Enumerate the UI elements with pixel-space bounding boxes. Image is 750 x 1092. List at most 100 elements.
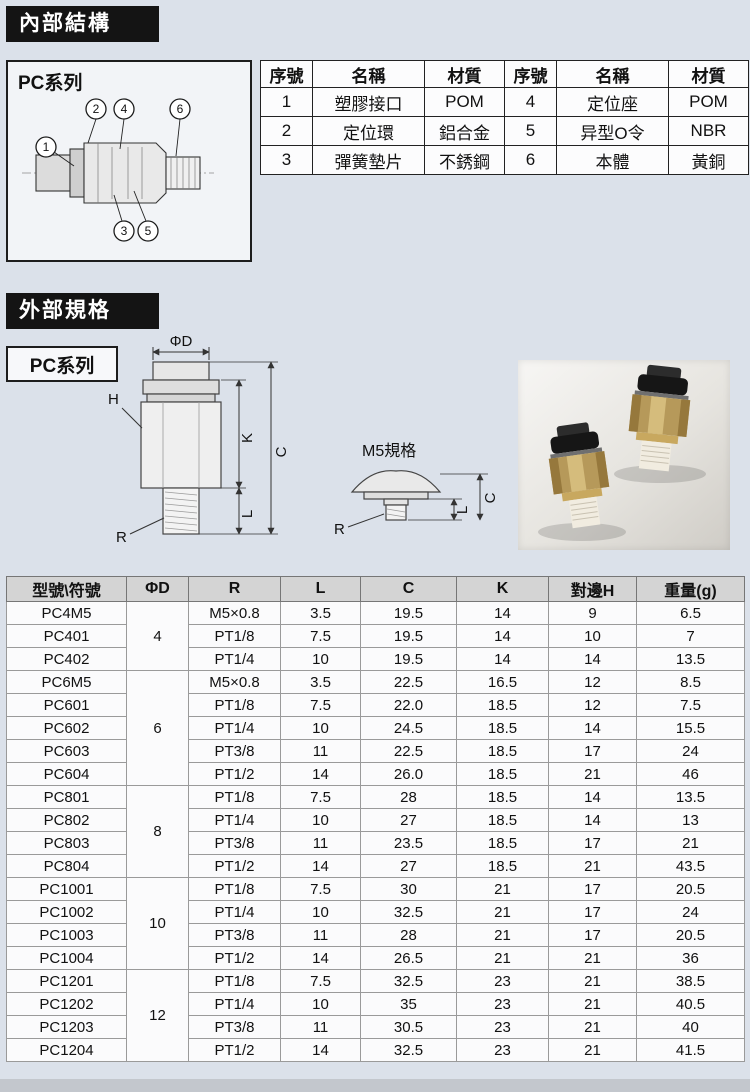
spec-cell: 3.5 [280,670,361,694]
materials-cell: 3 [260,145,313,175]
spec-cell: 7.5 [280,785,361,809]
materials-cell: 定位環 [312,116,425,146]
materials-cell: 本體 [556,145,669,175]
spec-cell-model: PC1004 [6,946,127,970]
materials-cell: 鋁合金 [424,116,505,146]
spec-cell: 18.5 [456,762,549,786]
spec-cell: 18.5 [456,854,549,878]
spec-cell-model: PC1201 [6,969,127,993]
spec-cell: PT1/2 [188,1038,281,1062]
spec-cell-model: PC6M5 [6,670,127,694]
spec-cell: 23 [456,1038,549,1062]
spec-cell: 27 [360,808,457,832]
spec-header: 型號\符號 [6,576,127,602]
spec-cell: 22.5 [360,670,457,694]
spec-cell: 7.5 [280,969,361,993]
spec-cell: 20.5 [636,877,745,901]
spec-cell: PT1/2 [188,762,281,786]
spec-cell: 22.5 [360,739,457,763]
materials-table: 序號 名稱 材質 序號 名稱 材質 1 塑膠接口 POM 4 定位座 POM 2… [260,60,749,175]
dim-label-c: C [273,446,290,457]
balloon-1 [35,136,57,158]
spec-cell: 10 [548,624,637,648]
spec-cell: PT3/8 [188,831,281,855]
spec-cell: 14 [280,854,361,878]
spec-header-row: 型號\符號 ΦD R L C K 對邊H 重量(g) [6,576,745,602]
spec-cell: PT1/4 [188,900,281,924]
spec-cell: 10 [280,808,361,832]
spec-cell: PT1/4 [188,992,281,1016]
internal-structure-diagram: 1 2 3 4 5 6 [22,98,214,242]
materials-header: 名稱 [556,60,669,88]
spec-cell: PT1/4 [188,716,281,740]
spec-cell: 10 [280,647,361,671]
materials-cell: 5 [504,116,557,146]
spec-cell: 41.5 [636,1038,745,1062]
spec-cell: 21 [456,900,549,924]
spec-cell: 38.5 [636,969,745,993]
part-number: 3 [121,224,128,238]
spec-cell: 14 [456,647,549,671]
materials-cell: 塑膠接口 [312,87,425,117]
spec-cell: 13 [636,808,745,832]
spec-cell: M5×0.8 [188,670,281,694]
spec-cell: 18.5 [456,808,549,832]
m5-title: M5規格 [362,442,416,460]
spec-header: 重量(g) [636,576,745,602]
spec-cell-diameter: 12 [126,969,189,1062]
spec-cell: 17 [548,923,637,947]
spec-cell: 23 [456,992,549,1016]
spec-cell-model: PC1204 [6,1038,127,1062]
balloon-4 [113,98,135,120]
spec-header: C [360,576,457,602]
spec-cell: PT1/4 [188,647,281,671]
materials-cell: 4 [504,87,557,117]
spec-cell: 18.5 [456,831,549,855]
spec-cell: 36 [636,946,745,970]
part-number: 1 [43,140,50,154]
spec-cell: 17 [548,900,637,924]
spec-cell-model: PC802 [6,808,127,832]
spec-cell: 40 [636,1015,745,1039]
spec-cell: 28 [360,785,457,809]
spec-cell: 11 [280,1015,361,1039]
spec-cell: 7.5 [280,693,361,717]
spec-cell: 21 [548,762,637,786]
spec-cell: PT3/8 [188,739,281,763]
balloon-3 [113,220,135,242]
spec-cell: 32.5 [360,1038,457,1062]
spec-cell: 21 [456,946,549,970]
part-number: 6 [177,102,184,116]
spec-cell: PT1/2 [188,854,281,878]
series-label-external-box: PC系列 [6,346,118,382]
balloon-6 [169,98,191,120]
spec-cell: 21 [456,877,549,901]
spec-cell: 11 [280,831,361,855]
spec-cell: 7.5 [636,693,745,717]
product-photo [518,360,730,550]
materials-header-row: 序號 名稱 材質 序號 名稱 材質 [260,60,749,88]
materials-cell: 不銹鋼 [424,145,505,175]
spec-cell: 13.5 [636,785,745,809]
m5-dim-label-l: L [454,506,471,514]
spec-cell-model: PC1003 [6,923,127,947]
spec-cell: PT1/8 [188,877,281,901]
spec-cell: 19.5 [360,647,457,671]
balloon-5 [137,220,159,242]
spec-cell: 11 [280,739,361,763]
spec-cell: 14 [280,1038,361,1062]
